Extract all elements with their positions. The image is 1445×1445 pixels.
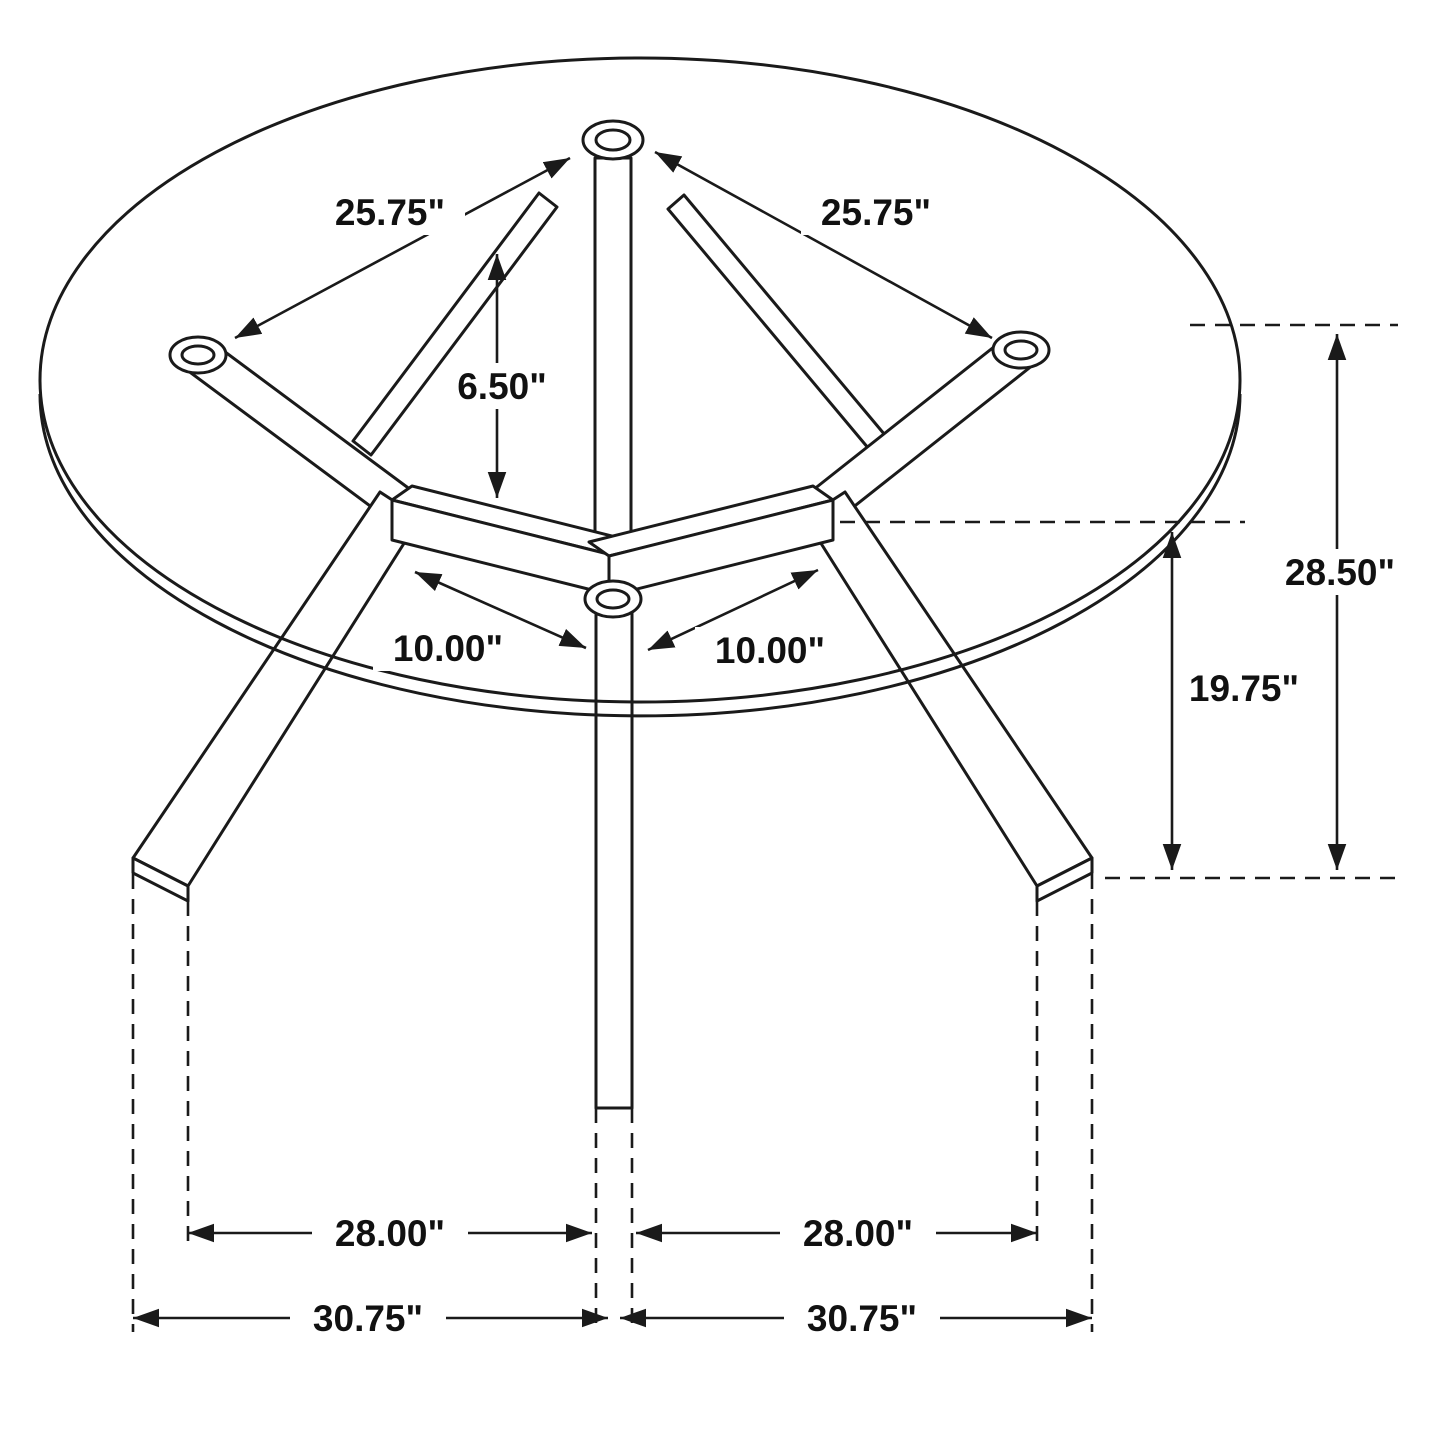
extension-lines bbox=[131, 323, 1400, 1332]
dimension-arrows bbox=[133, 150, 1347, 1328]
center-pole bbox=[593, 156, 633, 562]
label-overall-height: 28.50" bbox=[1262, 549, 1418, 595]
top-leg-cap bbox=[581, 119, 645, 161]
center-hub-cap bbox=[583, 579, 643, 619]
dim-text-inner-left: 10.00" bbox=[393, 628, 503, 669]
dimension-labels: 25.75" 25.75" 6.50" 10.00" 10.00" 28.50"… bbox=[290, 189, 1418, 1341]
dim-text-overall-height: 28.50" bbox=[1285, 552, 1395, 593]
center-leg bbox=[594, 610, 634, 1110]
label-diag-left: 25.75" bbox=[315, 189, 465, 235]
left-lower-leg bbox=[131, 490, 422, 888]
dim-text-foot-span-inner-right: 28.00" bbox=[803, 1213, 913, 1254]
dim-text-inner-right: 10.00" bbox=[715, 630, 825, 671]
arrow-inner-left bbox=[414, 570, 587, 650]
leg-caps bbox=[168, 119, 1051, 619]
label-diag-right: 25.75" bbox=[801, 189, 951, 235]
dim-text-foot-span-outer-left: 30.75" bbox=[313, 1298, 423, 1339]
dim-text-diag-left: 25.75" bbox=[335, 192, 445, 233]
dim-text-diag-right: 25.75" bbox=[821, 192, 931, 233]
dim-text-column-height: 6.50" bbox=[457, 366, 547, 407]
dim-text-foot-span-outer-right: 30.75" bbox=[807, 1298, 917, 1339]
arrow-inner-right bbox=[647, 568, 819, 652]
label-foot-span-outer-right: 30.75" bbox=[784, 1295, 940, 1341]
right-leg-cap bbox=[991, 330, 1051, 370]
right-lower-leg bbox=[803, 490, 1094, 888]
dim-text-base-height: 19.75" bbox=[1189, 668, 1299, 709]
label-inner-left: 10.00" bbox=[373, 625, 523, 671]
label-column-height: 6.50" bbox=[442, 363, 562, 409]
label-foot-span-outer-left: 30.75" bbox=[290, 1295, 446, 1341]
label-foot-span-inner-left: 28.00" bbox=[312, 1210, 468, 1256]
arrow-diag-right bbox=[654, 150, 993, 340]
arrow-diag-left bbox=[234, 156, 571, 340]
left-leg-cap bbox=[168, 335, 228, 375]
label-foot-span-inner-right: 28.00" bbox=[780, 1210, 936, 1256]
glass-top-outline bbox=[38, 56, 1242, 704]
dim-text-foot-span-inner-left: 28.00" bbox=[335, 1213, 445, 1254]
table-base bbox=[131, 156, 1094, 1110]
label-base-height: 19.75" bbox=[1178, 665, 1310, 711]
label-inner-right: 10.00" bbox=[695, 627, 845, 673]
